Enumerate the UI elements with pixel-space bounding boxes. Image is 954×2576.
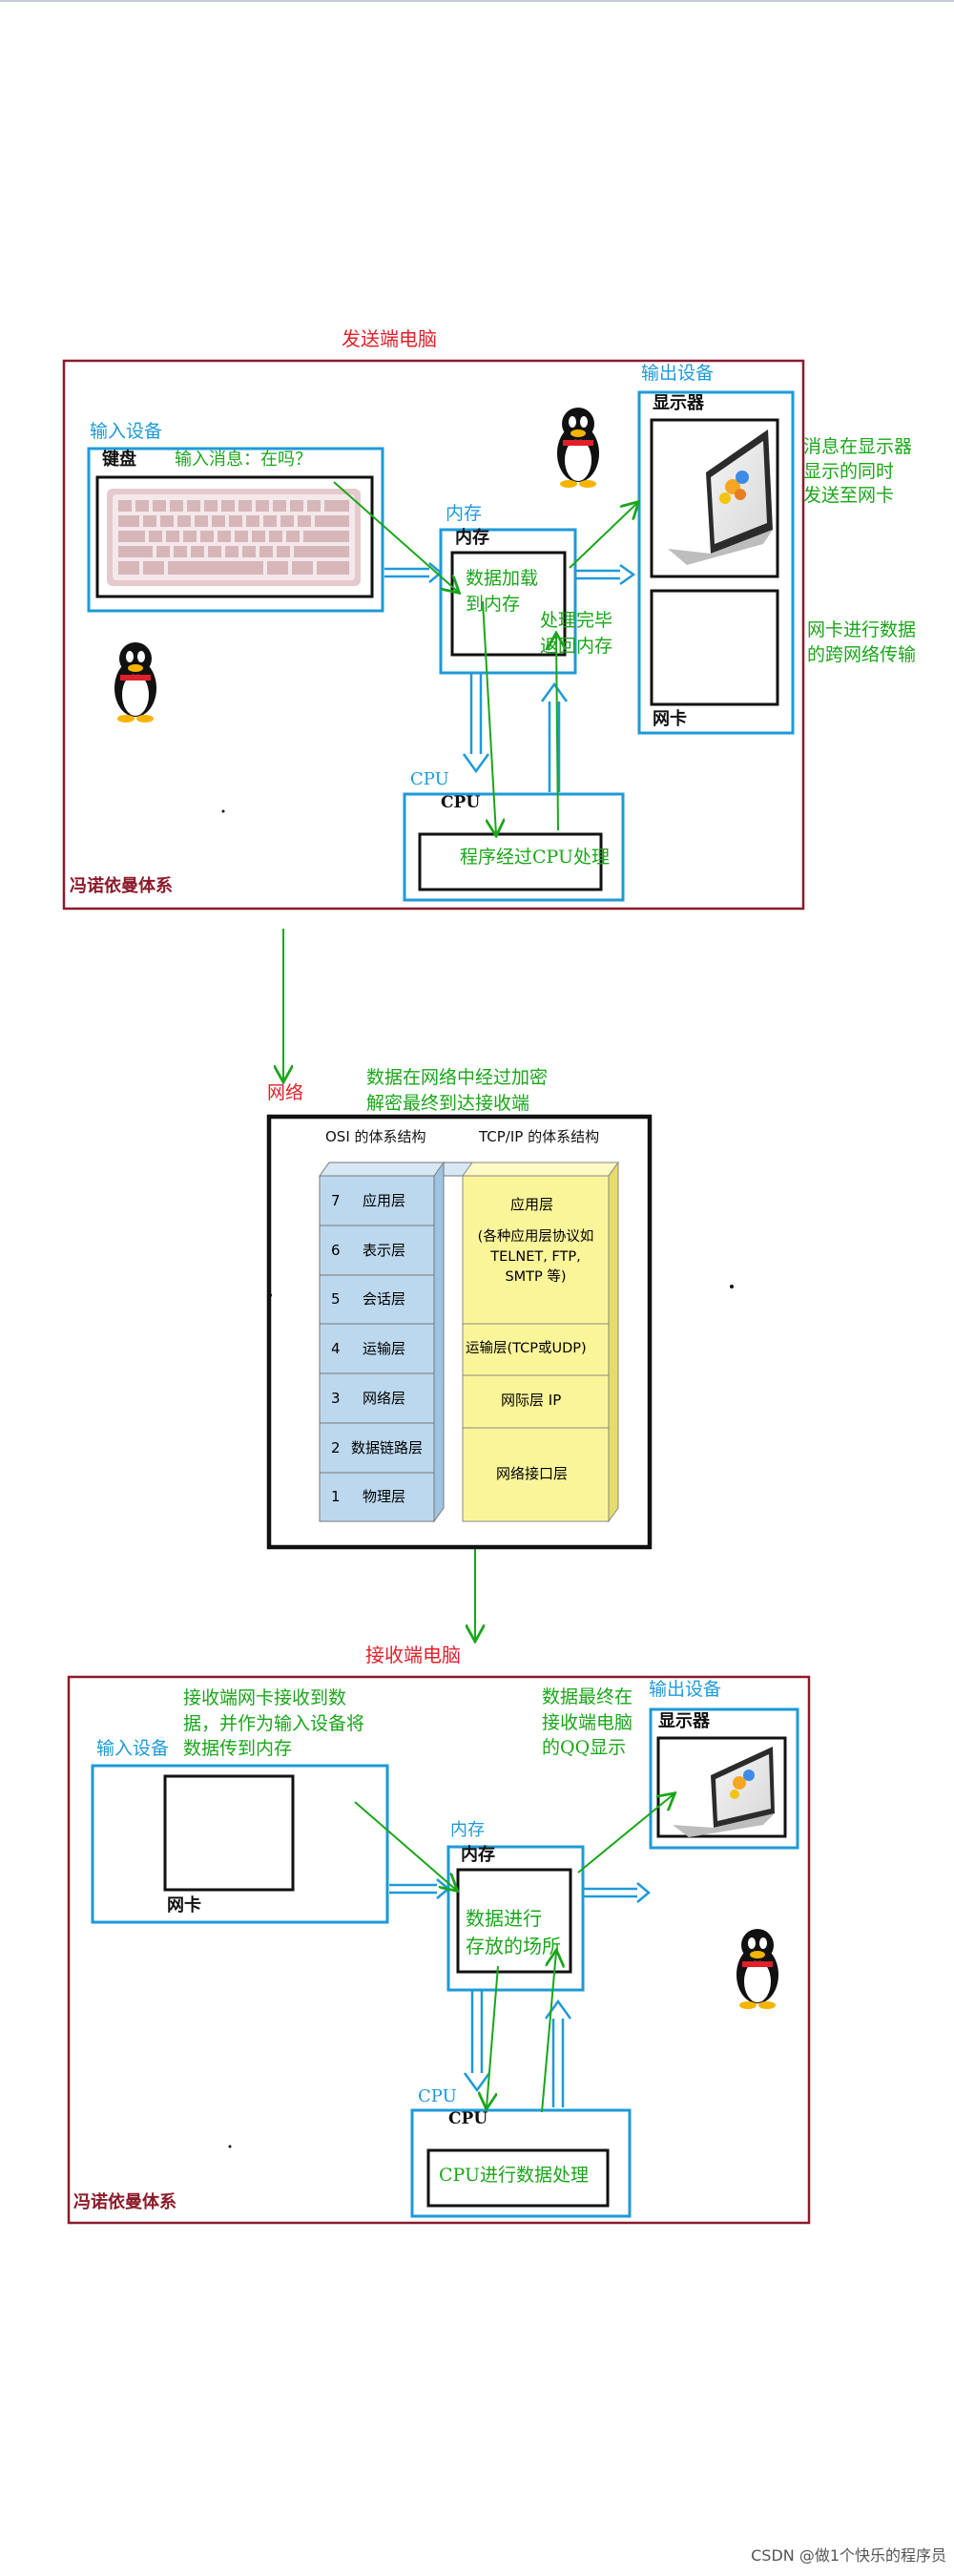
receiver-laptop-image <box>673 1747 775 1837</box>
osi-title: OSI 的体系结构 <box>325 1128 426 1145</box>
receiver-cpu-outer <box>410 2108 632 2218</box>
sender-memory-inner-label: 内存 <box>455 528 489 548</box>
keyboard-label: 键盘 <box>102 450 136 470</box>
sender-memory-outer-label: 内存 <box>446 503 483 524</box>
sender-input-device-label: 输入设备 <box>90 421 163 442</box>
sender-cpu-inner <box>418 832 603 891</box>
penguin-icon <box>736 1929 778 2009</box>
sender-cpu-outer <box>403 792 625 902</box>
sender-display-note: 消息在显示器 显示的同时 发送至网卡 <box>803 436 913 507</box>
osi-layer-num: 3 <box>331 1390 341 1407</box>
tcpip-title: TCP/IP 的体系结构 <box>479 1128 600 1145</box>
sender-nic-note: 网卡进行数据 的跨网络传输 <box>807 619 917 665</box>
tcpip-app-detail: (各种应用层协议如 TELNET, FTP, SMTP 等) <box>477 1229 594 1286</box>
sender-title: 发送端电脑 <box>342 327 437 350</box>
sender-nic-box <box>650 589 779 706</box>
osi-layer-num: 6 <box>331 1242 341 1259</box>
receiver-display-note: 数据最终在 接收端电脑 的QQ显示 <box>542 1686 633 1759</box>
sender-cpu-inner-label: CPU <box>441 793 481 812</box>
watermark: CSDN @做1个快乐的程序员 <box>751 2546 946 2565</box>
receiver-input-device-box <box>91 1764 389 1924</box>
receiver-display-box <box>656 1736 787 1838</box>
osi-layer-name: 表示层 <box>363 1242 406 1259</box>
osi-layer-num: 7 <box>331 1192 341 1209</box>
network-frame <box>266 1114 653 1550</box>
sender-output-device-label: 输出设备 <box>641 363 715 384</box>
receiver-title: 接收端电脑 <box>365 1644 461 1666</box>
sender-processed-text: 处理完毕 返回内存 <box>540 610 613 657</box>
sender-laptop-image <box>668 429 773 565</box>
sender-display-label: 显示器 <box>653 393 704 413</box>
tcpip-app-layer: 应用层 <box>510 1196 554 1213</box>
osi-layer-num: 2 <box>331 1439 341 1456</box>
receiver-green-arrows <box>354 1794 674 2113</box>
keyboard-box <box>95 475 374 598</box>
sender-frame <box>62 359 805 911</box>
osi-layer-name: 应用层 <box>363 1192 406 1209</box>
receiver-blue-arrows <box>389 1878 651 2107</box>
receiver-output-device-box <box>649 1707 799 1850</box>
tcpip-link-layer: 网络接口层 <box>496 1465 569 1482</box>
receiver-memory-inner <box>456 1868 572 1974</box>
network-label: 网络 <box>267 1082 304 1103</box>
sender-cpu-text: 程序经过CPU处理 <box>460 847 611 868</box>
tcpip-stack <box>462 1161 619 1523</box>
receiver-nic-note: 接收端网卡接收到数 据，并作为输入设备将 数据传到内存 <box>183 1687 365 1760</box>
keyboard-image <box>107 489 361 586</box>
sender-output-device-box <box>637 390 795 735</box>
receiver-nic-label: 网卡 <box>167 1895 201 1916</box>
sender-green-arrows <box>283 481 637 1640</box>
osi-layer-num: 4 <box>331 1340 341 1357</box>
sender-display-box <box>650 418 779 578</box>
receiver-display-label: 显示器 <box>658 1711 710 1731</box>
osi-layer-num: 5 <box>331 1290 341 1308</box>
receiver-memory-outer <box>446 1845 585 1992</box>
receiver-frame <box>67 1675 811 2225</box>
penguin-icon <box>557 408 599 488</box>
osi-layer-name: 网络层 <box>363 1390 406 1407</box>
receiver-nic-box <box>163 1774 295 1892</box>
sender-cpu-outer-label: CPU <box>410 769 449 789</box>
network-note: 数据在网络中经过加密 解密最终到达接收端 <box>366 1067 549 1114</box>
receiver-memory-outer-label: 内存 <box>450 1820 485 1840</box>
tcpip-transport-layer: 运输层(TCP或UDP) <box>466 1341 587 1356</box>
osi-layer-name: 会话层 <box>363 1290 406 1308</box>
receiver-cpu-inner <box>426 2148 610 2208</box>
sender-memory-outer <box>439 528 577 675</box>
sender-blue-arrows <box>384 562 636 792</box>
sender-system-label: 冯诺依曼体系 <box>70 876 173 896</box>
sender-memory-inner <box>450 551 567 657</box>
penguin-icon <box>114 642 156 723</box>
osi-stack <box>319 1161 578 1523</box>
sender-nic-label: 网卡 <box>653 709 687 729</box>
receiver-system-label: 冯诺依曼体系 <box>73 2192 176 2212</box>
osi-layer-num: 1 <box>331 1488 341 1505</box>
receiver-memory-inner-label: 内存 <box>461 1845 495 1865</box>
sender-input-device-box <box>87 447 384 613</box>
osi-layer-name: 数据链路层 <box>351 1439 424 1456</box>
sender-memory-text: 数据加载 到内存 <box>466 568 539 615</box>
receiver-input-device-label: 输入设备 <box>96 1738 170 1759</box>
receiver-cpu-inner-label: CPU <box>448 2109 488 2128</box>
receiver-cpu-outer-label: CPU <box>418 2086 457 2106</box>
receiver-memory-text: 数据进行 存放的场所 <box>466 1907 561 1958</box>
sender-message-text: 输入消息：在吗？ <box>175 450 312 470</box>
tcpip-internet-layer: 网际层 IP <box>501 1392 562 1409</box>
osi-layer-name: 运输层 <box>363 1340 406 1357</box>
receiver-cpu-text: CPU进行数据处理 <box>439 2165 590 2186</box>
osi-layer-name: 物理层 <box>363 1488 406 1505</box>
receiver-output-device-label: 输出设备 <box>649 1679 722 1700</box>
